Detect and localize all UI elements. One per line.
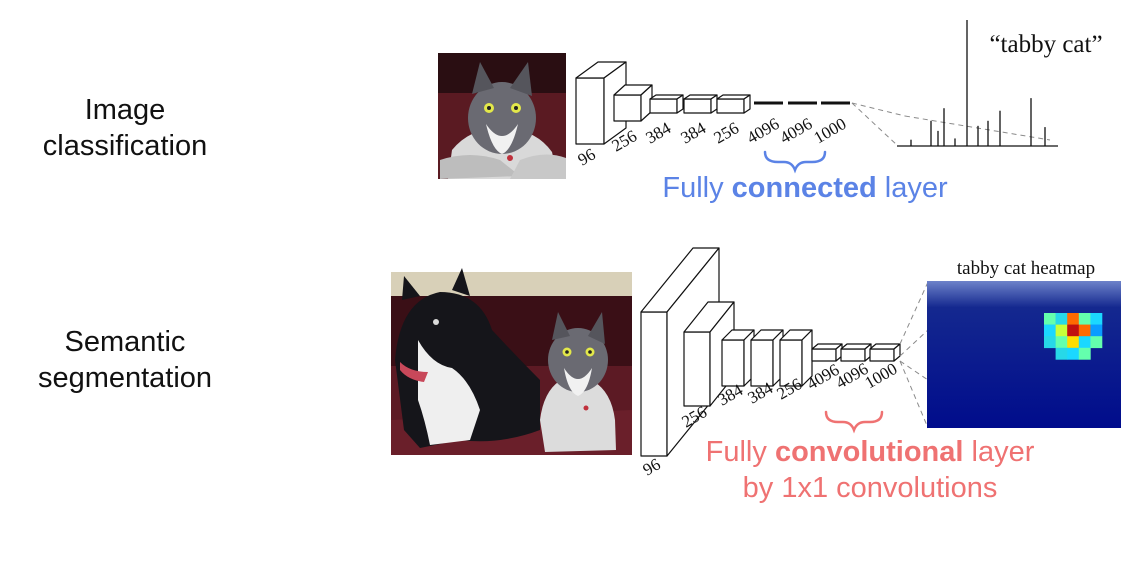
- heatmap-cell: [1044, 313, 1056, 325]
- caption-emphasis: convolutional: [774, 436, 964, 468]
- heatmap-cell: [1067, 324, 1080, 337]
- fully-convolutional-caption: Fully convolutional layer by 1x1 convolu…: [680, 434, 1060, 506]
- seg-conv-layer-256b-block: [779, 329, 813, 387]
- conv-layer-384b-block: [683, 94, 718, 114]
- segmentation-layers: [640, 247, 901, 457]
- caption-line-1: Fully convolutional layer: [680, 434, 1060, 470]
- classification-layers: [575, 61, 751, 145]
- conv-layer-256b-block: [716, 94, 751, 114]
- heatmap-cell: [1078, 336, 1091, 349]
- heatmap-cell: [1067, 336, 1080, 349]
- cls-layer-size-label: 384: [678, 118, 710, 147]
- heatmap-background: [927, 281, 1121, 428]
- label-line-2: segmentation: [37, 362, 213, 394]
- predicted-class-label: “tabby cat”: [989, 31, 1102, 58]
- heatmap-cell: [1055, 336, 1068, 349]
- caption-suffix: layer: [963, 436, 1035, 468]
- heatmap-cell: [1067, 313, 1080, 325]
- seg-conv-layer-384b-block: [750, 329, 784, 387]
- seg-conv1x1-4096a-block: [811, 343, 843, 362]
- seg-layer-size-label: 96: [640, 455, 664, 480]
- heatmap-cell: [1044, 324, 1056, 337]
- label-line-1: Image: [84, 94, 166, 126]
- histogram-bars: [910, 20, 1046, 146]
- heatmap-cells: [1044, 313, 1103, 360]
- conv-layer-384a-block: [649, 94, 684, 114]
- heatmap-cell: [1090, 336, 1103, 349]
- caption-prefix: Fully: [662, 172, 732, 204]
- conv-curly-brace: [824, 410, 884, 434]
- heatmap-cell: [1078, 324, 1091, 337]
- dog-and-cat-photo: [391, 268, 632, 455]
- heatmap-cell: [1067, 347, 1080, 360]
- tabby-cat-heatmap: tabby cat heatmap: [927, 258, 1121, 428]
- caption-line-2: by 1x1 convolutions: [742, 472, 998, 504]
- heatmap-cell: [1055, 324, 1068, 337]
- label-image-classification: Image classification: [20, 92, 230, 164]
- cls-layer-size-label: 256: [711, 118, 743, 147]
- cls-layer-size-label: 1000: [811, 114, 850, 147]
- cls-layer-size-label: 96: [575, 145, 599, 170]
- caption-prefix: Fully: [705, 436, 775, 468]
- heatmap-cell: [1090, 324, 1103, 337]
- heatmap-cell: [1078, 347, 1091, 360]
- label-line-2: classification: [42, 130, 208, 162]
- seg-layer-size-label: 1000: [862, 359, 901, 392]
- heatmap-cell: [1078, 313, 1091, 325]
- fc-curly-brace: [763, 150, 827, 174]
- seg-conv-layer-384a-block: [721, 329, 755, 387]
- heatmap-projection-lines: [899, 281, 929, 429]
- caption-suffix: layer: [876, 172, 948, 204]
- fully-connected-caption: Fully connected layer: [640, 170, 970, 206]
- label-semantic-segmentation: Semantic segmentation: [20, 324, 230, 396]
- histogram-projection-lines: [851, 102, 1051, 147]
- seg-conv1x1-1000-block: [869, 343, 901, 362]
- heatmap-cell: [1055, 313, 1068, 325]
- conv-layer-256-block: [613, 84, 653, 122]
- caption-emphasis: connected: [731, 172, 877, 204]
- cls-layer-size-label: 384: [643, 118, 675, 147]
- seg-conv1x1-4096b-block: [840, 343, 872, 362]
- heatmap-cell: [1090, 313, 1103, 325]
- class-score-histogram: “tabby cat”: [897, 20, 1103, 147]
- heatmap-cell: [1044, 336, 1056, 349]
- heatmap-title: tabby cat heatmap: [957, 258, 1095, 279]
- cat-photo: [438, 53, 566, 179]
- label-line-1: Semantic: [64, 326, 186, 358]
- heatmap-cell: [1055, 347, 1068, 360]
